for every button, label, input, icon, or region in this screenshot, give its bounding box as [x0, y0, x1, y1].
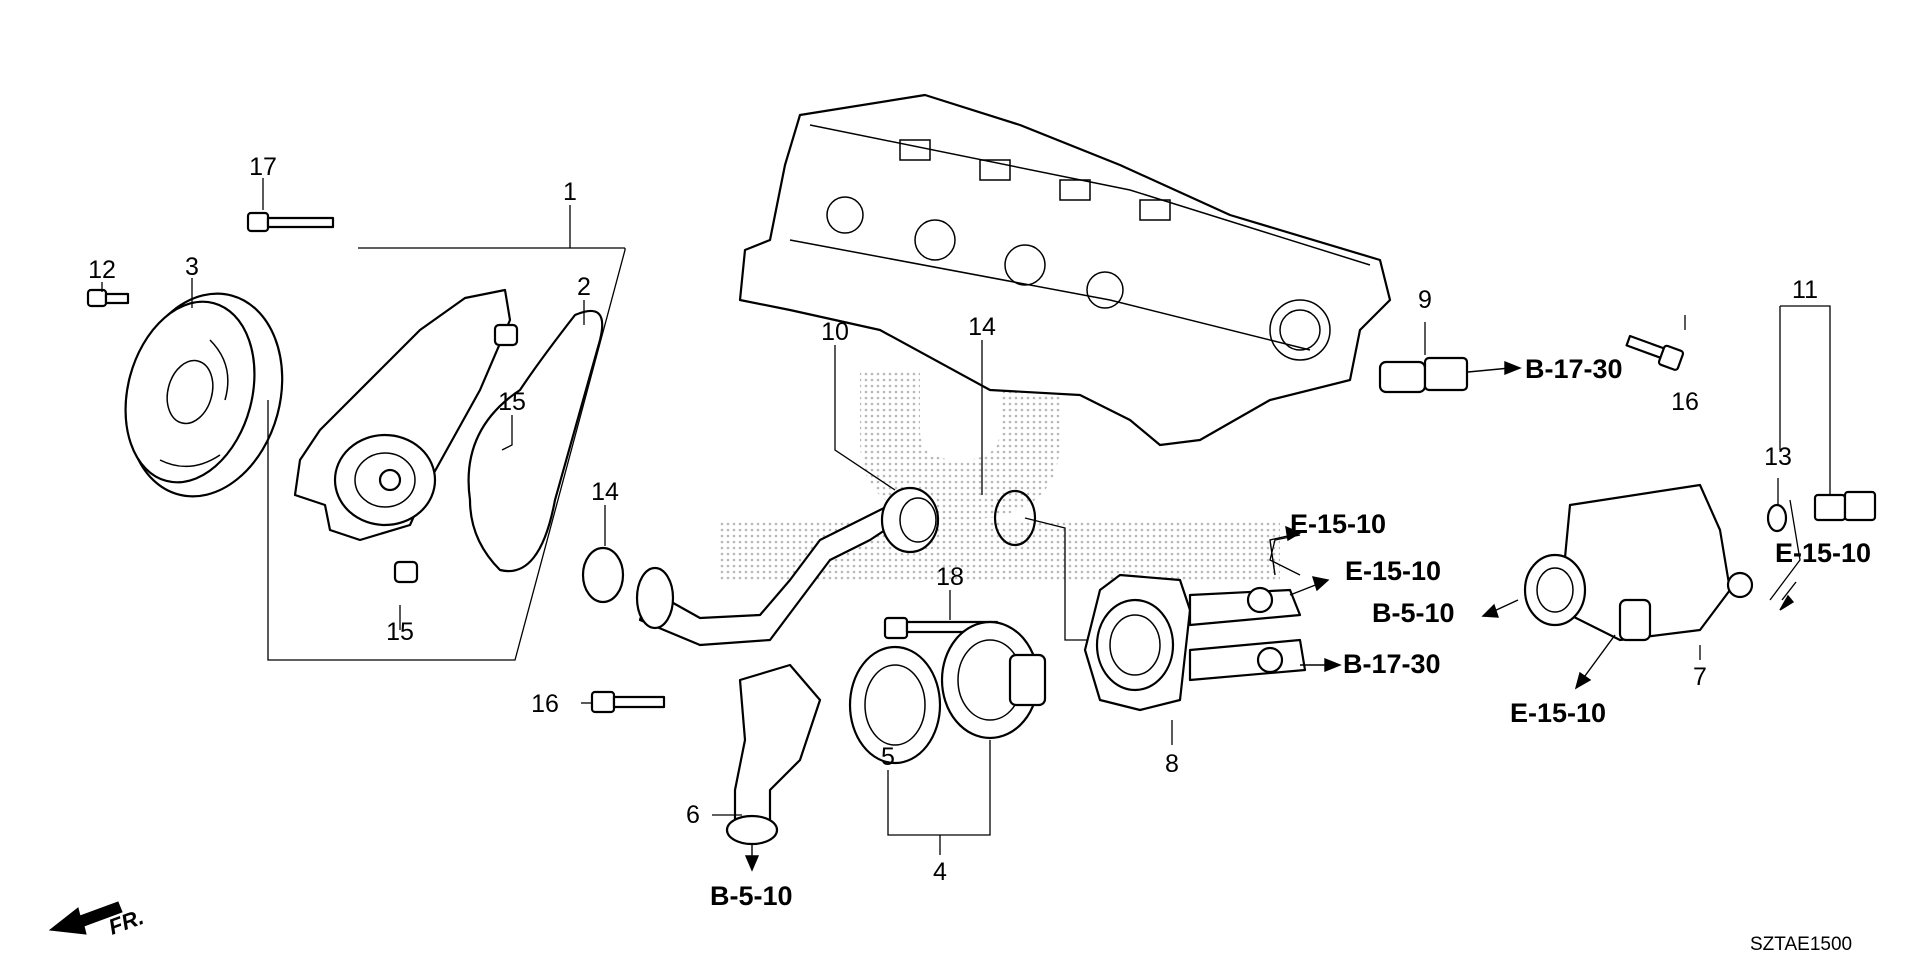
reference-codes: B-17-30 E-15-10 E-15-10 B-5-10 B-17-30 E…	[710, 354, 1871, 911]
bolt-12	[86, 288, 130, 308]
part-number-9: 9	[1418, 286, 1432, 314]
part-number-14-right: 14	[968, 313, 996, 341]
part-number-16-right: 16	[1671, 388, 1699, 416]
part-number-14-left: 14	[591, 478, 619, 506]
part-number-15-bottom: 15	[386, 618, 414, 646]
water-inlet	[725, 663, 822, 846]
part-number-1: 1	[563, 178, 577, 206]
reference-e-15-10-c: E-15-10	[1775, 538, 1871, 568]
thermostat-seal	[848, 645, 942, 765]
gasket	[467, 309, 604, 573]
front-indicator: FR.	[48, 901, 147, 940]
bolt-17	[246, 211, 335, 233]
water-pump	[293, 288, 519, 584]
part-number-2: 2	[577, 273, 591, 301]
part-number-13: 13	[1764, 443, 1792, 471]
part-number-8: 8	[1165, 750, 1179, 778]
o-ring-right	[993, 489, 1037, 547]
reference-e-15-10-a: E-15-10	[1290, 509, 1386, 539]
assembly-bracket	[267, 248, 626, 661]
part-number-10: 10	[821, 318, 849, 346]
reference-b-17-30-bottom: B-17-30	[1343, 649, 1441, 679]
bypass-pipe	[635, 486, 940, 647]
part-number-6: 6	[686, 801, 700, 829]
water-outlet	[1523, 483, 1754, 642]
o-ring-left	[581, 546, 625, 604]
part-number-15-top: 15	[498, 388, 526, 416]
part-number-3: 3	[185, 253, 199, 281]
reference-arrows	[744, 360, 1797, 872]
part-number-5: 5	[881, 743, 895, 771]
part-number-16-left: 16	[531, 690, 559, 718]
thermostat	[940, 620, 1047, 740]
part-number-4: 4	[933, 858, 947, 886]
front-arrow-icon	[48, 901, 123, 935]
part-number-12: 12	[88, 256, 116, 284]
bolt-16-right	[1625, 334, 1685, 371]
sensor-11	[1813, 490, 1877, 522]
washer-13	[1766, 503, 1788, 533]
reference-e-15-10-d: E-15-10	[1510, 698, 1606, 728]
reference-b-17-30-top: B-17-30	[1525, 354, 1623, 384]
part-numbers: 1 2 3 4 5 6 7 8 9 10 11 12 13 14 14 15 1…	[88, 153, 1818, 886]
pulley	[124, 292, 284, 498]
thermostat-housing	[1083, 573, 1307, 712]
diagram-code: SZTAE1500	[1750, 934, 1852, 955]
reference-e-15-10-b: E-15-10	[1345, 556, 1441, 586]
part-number-7: 7	[1693, 663, 1707, 691]
fitting-9	[1378, 356, 1469, 394]
bolt-16-left	[590, 690, 666, 714]
reference-b-5-10-bottom: B-5-10	[710, 881, 793, 911]
part-number-17: 17	[249, 153, 277, 181]
cylinder-head	[738, 93, 1392, 447]
part-number-18: 18	[936, 563, 964, 591]
reference-b-5-10-right: B-5-10	[1372, 598, 1455, 628]
part-number-11: 11	[1792, 276, 1818, 304]
